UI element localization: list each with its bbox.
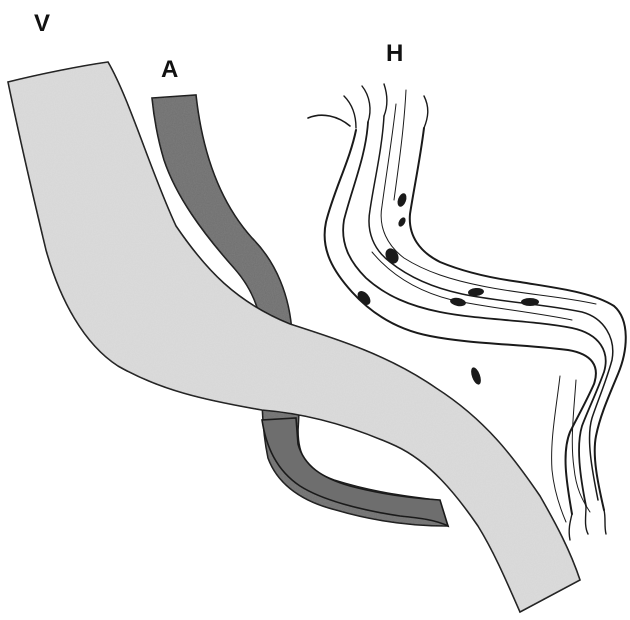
vein-label: V	[34, 12, 50, 36]
artery-label: A	[161, 58, 178, 82]
lymphatic-nuclei	[355, 192, 539, 386]
lymphatic-label: H	[386, 42, 403, 66]
vein-vessel	[8, 62, 580, 612]
